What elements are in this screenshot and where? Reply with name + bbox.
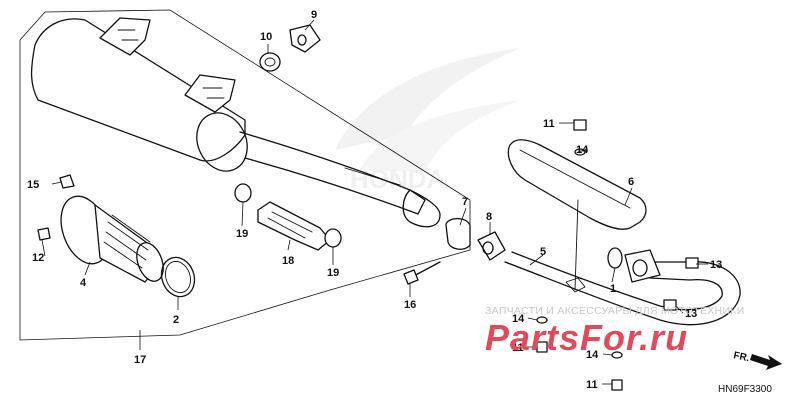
callout-15: 15 [27, 179, 39, 191]
part-exhaust-pipe [504, 249, 741, 326]
callout-7: 7 [462, 196, 468, 208]
callout-6: 6 [628, 176, 634, 188]
part-exhaust-gasket [607, 247, 623, 269]
callout-2: 2 [173, 314, 179, 326]
callout-13-lower: 13 [685, 308, 697, 320]
part-bolts [37, 174, 441, 285]
callout-9: 9 [311, 9, 317, 21]
watermark: ЗАПЧАСТИ И АКСЕССУАРЫ ДЛЯ МОТОТЕХНИКИ Pa… [485, 305, 745, 358]
svg-text:HONDA: HONDA [350, 164, 446, 194]
background-wing-logo: HONDA [335, 48, 520, 194]
callout-11-bottom: 11 [586, 379, 598, 391]
callout-14-bottom: 14 [586, 349, 599, 361]
callout-11-mid: 11 [512, 342, 524, 354]
part-gasket [160, 256, 196, 298]
assembly-boundary-17 [19, 9, 471, 341]
callout-10: 10 [260, 31, 272, 43]
part-muffler [30, 17, 441, 228]
callout-19-right: 19 [327, 267, 339, 279]
callout-14-top: 14 [576, 144, 589, 156]
watermark-caption: ЗАПЧАСТИ И АКСЕССУАРЫ ДЛЯ МОТОТЕХНИКИ [485, 305, 745, 317]
callout-18: 18 [282, 255, 294, 267]
callout-4: 4 [80, 277, 87, 289]
callout-12: 12 [32, 252, 44, 264]
front-arrow-icon [750, 354, 782, 370]
callout-14-mid: 14 [512, 313, 525, 325]
part-heat-protector [507, 139, 647, 291]
callout-13-upper: 13 [710, 259, 722, 271]
callout-1: 1 [610, 283, 616, 295]
front-label: FR. [732, 350, 750, 364]
part-right-fasteners [536, 119, 699, 391]
part-clamp-collar [445, 217, 506, 261]
callout-11-top: 11 [543, 118, 555, 130]
part-mount-rubber [259, 24, 321, 72]
front-direction-indicator: FR. [732, 350, 782, 370]
callout-5: 5 [540, 246, 546, 258]
callout-numbers: 1 2 4 5 6 7 8 9 10 11 11 11 12 13 13 14 … [27, 9, 722, 391]
callout-17: 17 [134, 354, 146, 366]
leader-lines [41, 19, 708, 385]
part-joint-pipe [234, 183, 342, 251]
callout-16: 16 [404, 299, 416, 311]
diagram-code: HN69F3300 [718, 384, 772, 395]
watermark-logo: PartsFor.ru [485, 317, 688, 358]
callout-8: 8 [486, 211, 492, 223]
part-spark-arrester [60, 195, 164, 283]
callout-19-left: 19 [236, 228, 248, 240]
